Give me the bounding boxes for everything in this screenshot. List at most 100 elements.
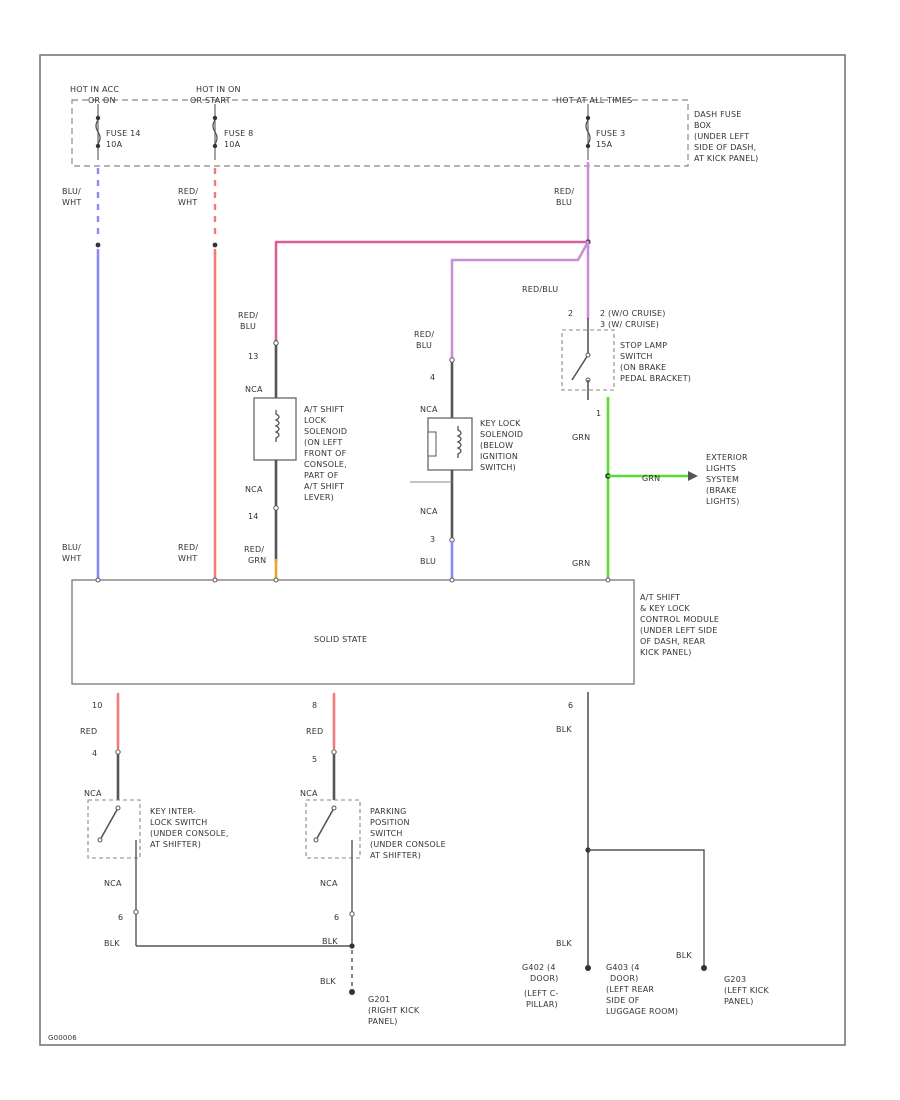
module-top-wire-labels: BLU/ WHT RED/ WHT RED/ GRN — [62, 543, 266, 565]
svg-text:BLK: BLK — [320, 977, 336, 986]
svg-text:WHT: WHT — [178, 198, 197, 207]
svg-text:BLK: BLK — [322, 937, 338, 946]
exterior-lights-label: EXTERIOR LIGHTS SYSTEM (BRAKE LIGHTS) — [706, 453, 748, 506]
svg-text:GRN: GRN — [572, 559, 590, 568]
wire-red-blu-main: RED/ BLU RED/BLU — [274, 162, 591, 360]
svg-text:(UNDER CONSOLE,: (UNDER CONSOLE, — [150, 829, 229, 838]
svg-text:BLK: BLK — [104, 939, 120, 948]
svg-text:SOLENOID: SOLENOID — [304, 427, 347, 436]
ground-g203-label: G203 (LEFT KICK PANEL) — [724, 975, 770, 1006]
svg-text:WHT: WHT — [178, 554, 197, 563]
svg-text:RED: RED — [80, 727, 97, 736]
svg-text:SIDE OF: SIDE OF — [606, 996, 640, 1005]
stop-lamp-switch: 2 2 (W/O CRUISE) 3 (W/ CRUISE) STOP LAMP… — [561, 309, 691, 418]
svg-text:BLU/: BLU/ — [62, 543, 81, 552]
svg-text:LOCK SWITCH: LOCK SWITCH — [150, 818, 207, 827]
svg-text:SWITCH): SWITCH) — [480, 463, 516, 472]
svg-text:GRN: GRN — [572, 433, 590, 442]
hot-mid-label: HOT IN ON OR START — [190, 85, 241, 105]
svg-text:2: 2 — [568, 309, 573, 318]
svg-text:G201: G201 — [368, 995, 390, 1004]
fuse-14: FUSE 14 10A — [95, 104, 141, 160]
svg-text:OR START: OR START — [190, 96, 231, 105]
svg-text:STOP LAMP: STOP LAMP — [620, 341, 667, 350]
wire-grn: GRN GRN GRN — [572, 396, 698, 580]
svg-text:10: 10 — [92, 701, 103, 710]
svg-text:FUSE 8: FUSE 8 — [224, 129, 253, 138]
svg-text:(BELOW: (BELOW — [480, 441, 513, 450]
svg-text:(LEFT KICK: (LEFT KICK — [724, 986, 770, 995]
svg-text:NCA: NCA — [104, 879, 122, 888]
svg-text:(BRAKE: (BRAKE — [706, 486, 737, 495]
svg-text:PILLAR): PILLAR) — [526, 1000, 558, 1009]
svg-text:AT SHIFTER): AT SHIFTER) — [370, 851, 421, 860]
hot-right-label: HOT AT ALL TIMES — [556, 96, 632, 105]
svg-text:PANEL): PANEL) — [368, 1017, 398, 1026]
fuse-box-label: DASH FUSE BOX (UNDER LEFT SIDE OF DASH, … — [694, 110, 758, 163]
svg-text:OR ON: OR ON — [88, 96, 116, 105]
svg-text:GRN: GRN — [642, 474, 660, 483]
control-module: SOLID STATE A/T SHIFT & KEY LOCK CONTROL… — [71, 577, 719, 685]
svg-text:RED/: RED/ — [238, 311, 258, 320]
svg-text:BLU/: BLU/ — [62, 187, 81, 196]
svg-text:RED: RED — [306, 727, 323, 736]
hot-left-label: HOT IN ACC OR ON — [70, 85, 119, 105]
diagram-code: G00006 — [48, 1034, 77, 1042]
svg-text:RED/: RED/ — [178, 187, 198, 196]
svg-text:3 (W/ CRUISE): 3 (W/ CRUISE) — [600, 320, 659, 329]
svg-text:CONSOLE,: CONSOLE, — [304, 460, 347, 469]
svg-text:2 (W/O CRUISE): 2 (W/O CRUISE) — [600, 309, 666, 318]
svg-text:BLU: BLU — [556, 198, 572, 207]
svg-text:CONTROL MODULE: CONTROL MODULE — [640, 615, 719, 624]
svg-text:SWITCH: SWITCH — [620, 352, 653, 361]
svg-text:BOX: BOX — [694, 121, 712, 130]
svg-text:RED/: RED/ — [554, 187, 574, 196]
svg-text:15A: 15A — [596, 140, 613, 149]
svg-text:BLU: BLU — [240, 322, 256, 331]
ground-g403-label: G403 (4 DOOR) (LEFT REAR SIDE OF LUGGAGE… — [606, 963, 678, 1016]
fuse-8: FUSE 8 10A — [212, 104, 253, 160]
svg-text:5: 5 — [312, 755, 317, 764]
svg-text:WHT: WHT — [62, 554, 81, 563]
svg-text:LEVER): LEVER) — [304, 493, 334, 502]
svg-text:FUSE 14: FUSE 14 — [106, 129, 141, 138]
svg-text:DOOR): DOOR) — [610, 974, 638, 983]
svg-text:(UNDER LEFT: (UNDER LEFT — [694, 132, 749, 141]
svg-text:NCA: NCA — [84, 789, 102, 798]
svg-text:KICK PANEL): KICK PANEL) — [640, 648, 692, 657]
svg-text:G402 (4: G402 (4 — [522, 963, 556, 972]
svg-text:AT KICK PANEL): AT KICK PANEL) — [694, 154, 758, 163]
svg-text:10A: 10A — [224, 140, 241, 149]
svg-text:POSITION: POSITION — [370, 818, 410, 827]
svg-text:(RIGHT KICK: (RIGHT KICK — [368, 1006, 420, 1015]
svg-text:FUSE 3: FUSE 3 — [596, 129, 625, 138]
parking-position-switch: 8 RED 5 NCA NCA 6 PARKING POSITION SWITC… — [300, 692, 446, 946]
svg-text:PARKING: PARKING — [370, 807, 407, 816]
svg-text:3: 3 — [430, 535, 435, 544]
svg-text:FRONT OF: FRONT OF — [304, 449, 347, 458]
svg-text:14: 14 — [248, 512, 259, 521]
svg-text:4: 4 — [92, 749, 97, 758]
svg-text:LIGHTS: LIGHTS — [706, 464, 736, 473]
svg-text:13: 13 — [248, 352, 259, 361]
svg-text:SIDE OF DASH,: SIDE OF DASH, — [694, 143, 756, 152]
svg-text:6: 6 — [568, 701, 573, 710]
svg-text:BLK: BLK — [676, 951, 692, 960]
svg-text:LUGGAGE ROOM): LUGGAGE ROOM) — [606, 1007, 678, 1016]
wire-red-wht: RED/ WHT — [178, 168, 218, 580]
svg-text:IGNITION: IGNITION — [480, 452, 518, 461]
fuse-3: FUSE 3 15A — [585, 104, 625, 160]
svg-text:NCA: NCA — [245, 485, 263, 494]
svg-text:KEY INTER-: KEY INTER- — [150, 807, 196, 816]
svg-text:WHT: WHT — [62, 198, 81, 207]
svg-text:(ON LEFT: (ON LEFT — [304, 438, 342, 447]
svg-text:GRN: GRN — [248, 556, 266, 565]
svg-text:BLU: BLU — [416, 341, 432, 350]
svg-text:NCA: NCA — [420, 405, 438, 414]
ground-blk-module: 6 BLK BLK BLK — [556, 692, 707, 971]
svg-text:DOOR): DOOR) — [530, 974, 558, 983]
svg-text:SOLID STATE: SOLID STATE — [314, 635, 367, 644]
svg-text:SYSTEM: SYSTEM — [706, 475, 739, 484]
svg-text:BLK: BLK — [556, 725, 572, 734]
